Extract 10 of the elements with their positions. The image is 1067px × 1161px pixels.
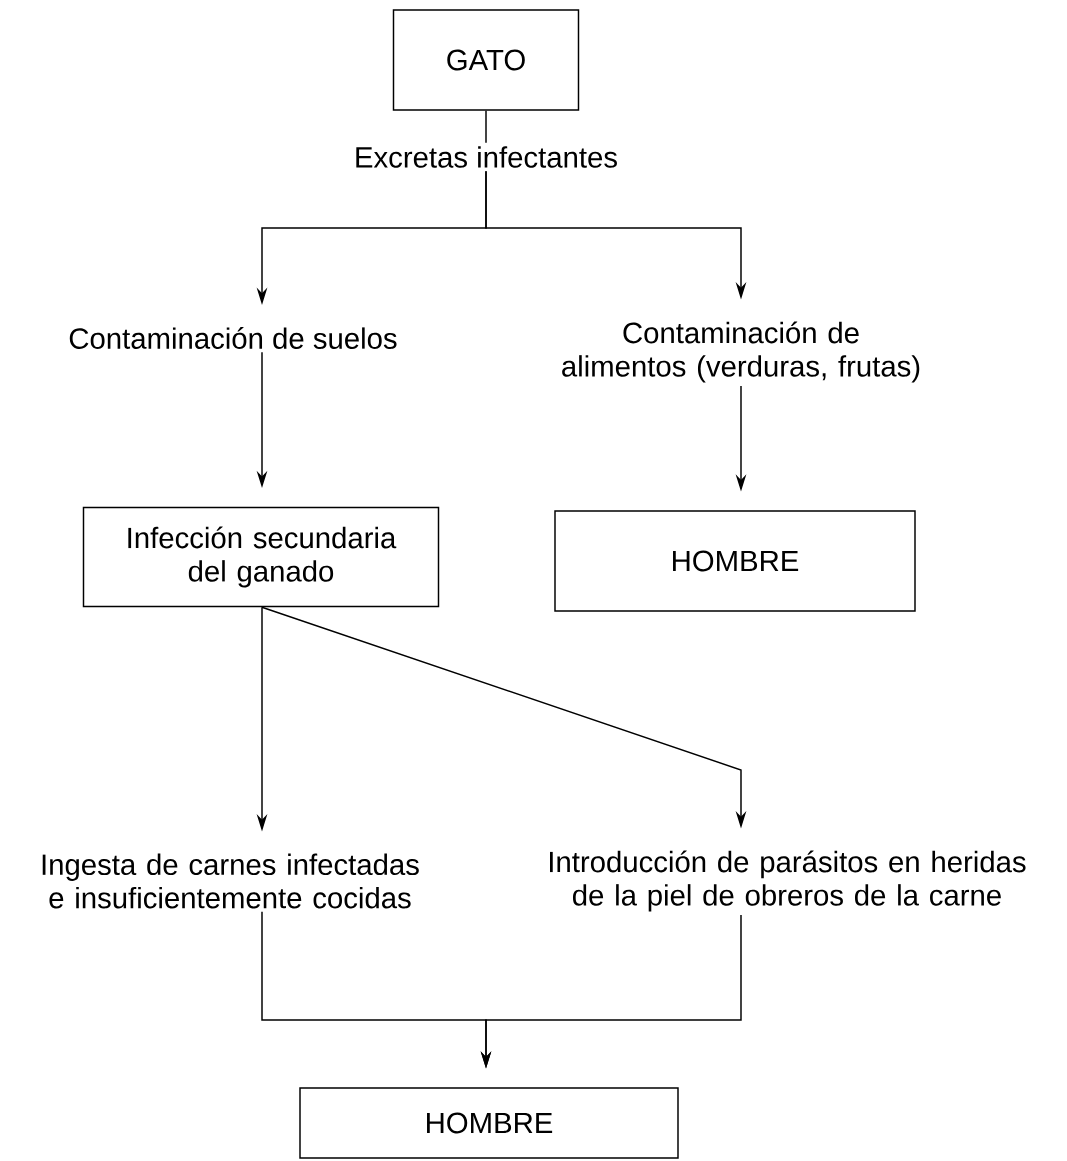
flow-box: GATO bbox=[392, 9, 580, 111]
flow-text: Contaminación de suelos bbox=[69, 327, 397, 349]
flow-text: Contaminación de alimentos (verduras, frutas) bbox=[562, 321, 920, 383]
flow-box: HOMBRE bbox=[554, 510, 916, 612]
connector-line bbox=[485, 110, 487, 144]
flow-text: Ingesta de carnes infectadas e insuficientemente cocidas bbox=[42, 853, 419, 909]
flow-box: Infección secundaria del ganado bbox=[82, 506, 440, 608]
flow-text: Excretas infectantes bbox=[356, 146, 617, 168]
flow-box: HOMBRE bbox=[299, 1087, 679, 1159]
flow-text: Introducción de parásitos en heridas de la piel de obreros de la carne bbox=[550, 850, 1026, 912]
